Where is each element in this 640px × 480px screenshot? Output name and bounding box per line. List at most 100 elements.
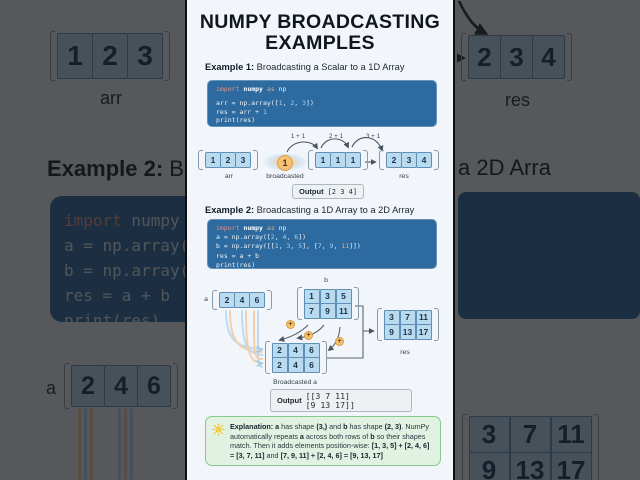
bracket-right <box>567 33 572 81</box>
example1-heading: Example 1: Broadcasting a Scalar to a 1D… <box>205 62 405 72</box>
array-cell: 4 <box>234 292 250 308</box>
array-cell: 5 <box>335 288 352 304</box>
output2-box: Output [[3 7 11] [9 13 17]] <box>270 389 412 412</box>
array-cell: 17 <box>415 324 432 340</box>
bracket-left <box>198 150 203 170</box>
array-cell: 2 <box>271 342 288 358</box>
array-cell: 1 <box>345 152 361 168</box>
array-cell: 4 <box>287 357 304 373</box>
array-cell: 7 <box>399 309 416 325</box>
a-label: a <box>204 296 208 303</box>
broadcast-stream <box>90 408 93 480</box>
b-label: b <box>324 277 328 284</box>
code-line: a = np.array( <box>64 236 185 255</box>
array-cell: 13 <box>509 451 551 480</box>
bracket-left <box>265 341 270 374</box>
array-cell: 2 <box>468 35 501 79</box>
array-cell: 3 <box>319 288 336 304</box>
array-cell: 11 <box>335 303 352 319</box>
broadcasted-label: broadcasted <box>266 173 304 180</box>
bracket-left <box>50 31 55 81</box>
bg-res-label: res <box>505 90 531 110</box>
array-cell: 3 <box>235 152 251 168</box>
code-line: print(res) <box>216 116 256 125</box>
code-line: res = a + b <box>216 251 260 260</box>
bracket-right <box>267 290 272 310</box>
array-cell: 2 <box>271 357 288 373</box>
bracket-right <box>173 363 178 409</box>
bracket-left <box>379 150 384 170</box>
broadcast-stream <box>124 408 127 480</box>
bracket-right <box>165 31 170 81</box>
bracket-left <box>64 363 69 409</box>
array-cell: 9 <box>383 324 400 340</box>
bracket-left <box>212 290 217 310</box>
array-cell: 6 <box>303 357 320 373</box>
array-cell: 7 <box>509 415 551 453</box>
code-line: print(res) <box>216 260 256 269</box>
code-line: b = np.array([[1, 3, 5], [7, 9, 11]]) <box>216 242 361 251</box>
array-cell: 4 <box>416 152 432 168</box>
code-line: import numpy <box>64 211 180 230</box>
plus-icon: + <box>304 331 313 340</box>
output1-box: Output [2 3 4] <box>292 184 365 199</box>
array-cell: 13 <box>399 324 416 340</box>
array-cell: 6 <box>303 342 320 358</box>
bracket-left <box>462 414 467 480</box>
explanation-box: Explanation: a has shape (3,) and b has … <box>205 416 441 466</box>
explanation-text: Explanation: a has shape (3,) and b has … <box>230 422 430 460</box>
res-matrix-label: res <box>400 349 410 356</box>
array-cell: 6 <box>249 292 265 308</box>
op-label-2: 2 + 1 <box>328 133 344 140</box>
lightbulb-icon <box>212 423 225 436</box>
array-cell: 4 <box>532 35 565 79</box>
array-cell: 2 <box>219 292 235 308</box>
example2-heading: Example 2: Broadcasting a 1D Array to a … <box>205 205 415 215</box>
code-line: arr = np.array([1, 2, 3]) <box>216 98 314 107</box>
array-cell: 2 <box>220 152 236 168</box>
broadcasted-a-label: Broadcasted a <box>273 379 317 386</box>
curved-arrow-icon <box>457 0 489 63</box>
code-line: a = np.array([2, 4, 6]) <box>216 233 307 242</box>
array-cell: 11 <box>550 415 592 453</box>
array-cell: 3 <box>383 309 400 325</box>
code-line: print(res) <box>64 311 161 322</box>
broadcast-stream <box>118 408 121 480</box>
bg-code-block-2 <box>458 192 640 319</box>
bracket-right <box>322 341 327 374</box>
bg-arr-label: arr <box>100 88 122 108</box>
bg-a-label: a <box>46 378 57 398</box>
bracket-right <box>354 287 359 320</box>
array-cell: 2 <box>71 365 105 407</box>
bg-heading-fragment: a 2D Arra <box>458 155 551 180</box>
broadcast-streams <box>225 310 264 368</box>
array-cell: 9 <box>319 303 336 319</box>
array-cell: 3 <box>468 415 510 453</box>
plus-icon: + <box>286 320 295 329</box>
array-cell: 1 <box>315 152 331 168</box>
bg-example2-heading: Example 2: B <box>47 156 184 181</box>
array-cell: 7 <box>303 303 320 319</box>
op-label-3: 3 + 1 <box>365 133 381 140</box>
array-cell: 1 <box>303 288 320 304</box>
bracket-left <box>377 308 382 341</box>
array-cell: 11 <box>415 309 432 325</box>
bracket-left <box>297 287 302 320</box>
broadcast-stream <box>78 408 81 480</box>
array-cell: 1 <box>330 152 346 168</box>
res-label: res <box>399 173 409 180</box>
